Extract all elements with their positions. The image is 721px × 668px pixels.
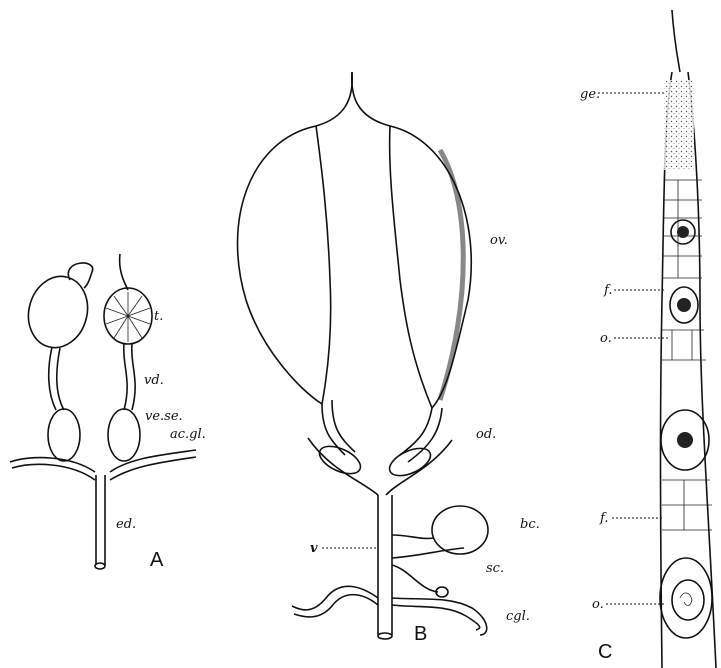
label-t: t.: [154, 309, 163, 324]
label-sc: sc.: [486, 561, 504, 576]
label-bc: bc.: [520, 517, 540, 532]
panel-letter-b: B: [414, 623, 427, 645]
label-od: od.: [476, 427, 496, 442]
label-ed: ed.: [116, 517, 136, 532]
label-cgl: cgl.: [506, 609, 530, 624]
label-ac-gl: ac.gl.: [170, 427, 206, 442]
label-o-lower: o.: [592, 597, 604, 612]
panel-b-drawing: [238, 72, 488, 639]
label-ge: ge.: [580, 87, 600, 102]
panel-c-drawing: [598, 10, 716, 668]
panel-letter-a: A: [150, 549, 164, 571]
label-ve-se: ve.se.: [145, 409, 183, 424]
label-vd: vd.: [144, 373, 164, 388]
label-f-upper: f.: [603, 283, 612, 298]
label-ov: ov.: [490, 233, 508, 248]
label-o-upper: o.: [600, 331, 612, 346]
label-v: v: [310, 541, 318, 556]
panel-letter-c: C: [598, 641, 612, 663]
label-f-lower: f.: [599, 511, 608, 526]
